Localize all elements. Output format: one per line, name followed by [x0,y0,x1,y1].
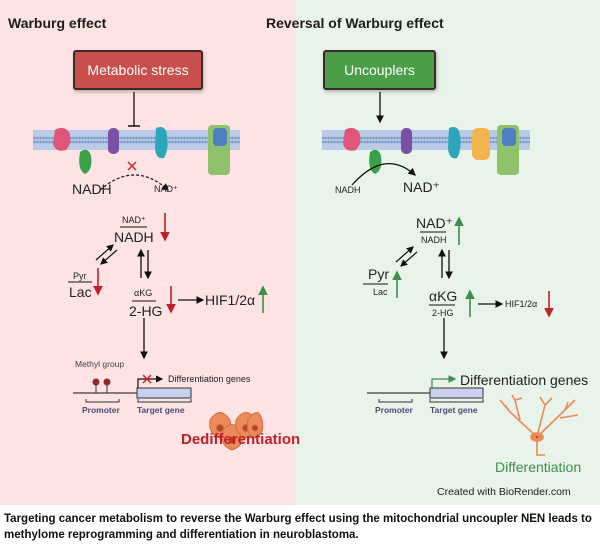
ratio-numerator: NAD⁺ [416,215,453,231]
neuron-icon [499,394,579,456]
akg-label: αKG [429,288,458,304]
membrane-left [33,125,240,175]
2hg-label: 2-HG [432,308,454,318]
nad-plus-label: NAD⁺ [154,184,178,194]
complex-ii [79,149,92,174]
methyl-group-icon [92,378,111,393]
biorender-credit: Created with BioRender.com [437,486,571,498]
lac-label: Lac [69,284,92,300]
promoter-label: Promoter [82,405,120,415]
promoter-label: Promoter [375,405,413,415]
differentiation-genes-label: Differentiation genes [168,374,251,384]
pyr-label: Pyr [368,266,389,282]
blocked-x-icon [127,161,137,171]
nad-plus-label: NAD⁺ [403,179,440,195]
ratio-numerator: NAD⁺ [122,215,146,225]
left-title: Warburg effect [8,15,107,31]
diagram-graphics [33,92,579,456]
target-gene-box [136,387,192,399]
hif-label: HIF1/2α [505,299,538,309]
uncouplers-box: Uncouplers [323,50,436,90]
differentiation-genes-label: Differentiation genes [460,372,589,388]
methyl-group-label: Methyl group [75,359,125,369]
nadh-label: NADH [335,185,361,195]
complex-iv [155,127,168,159]
2hg-label: 2-HG [129,303,163,319]
target-gene-label: Target gene [430,405,478,415]
ratio-denominator: NADH [421,235,447,245]
dedifferentiation-label: Dedifferentiation [181,431,301,448]
complex-iii [108,128,119,154]
membrane-right [322,125,530,175]
figure-caption: Targeting cancer metabolism to reverse t… [4,513,592,541]
right-title: Reversal of Warburg effect [266,15,444,31]
lac-label: Lac [373,287,388,297]
complex-i [53,127,71,151]
ratio-denominator: NADH [114,229,154,245]
pyr-label: Pyr [73,271,87,281]
uncoupler-protein [472,128,490,160]
akg-label: αKG [134,288,153,298]
differentiation-label: Differentiation [495,459,582,475]
hif-label: HIF1/2α [205,292,256,308]
target-gene-label: Target gene [137,405,185,415]
metabolic-stress-box: Metabolic stress [73,50,203,90]
dedifferentiated-cells-icon [209,412,264,451]
nadh-label: NADH [72,181,112,197]
